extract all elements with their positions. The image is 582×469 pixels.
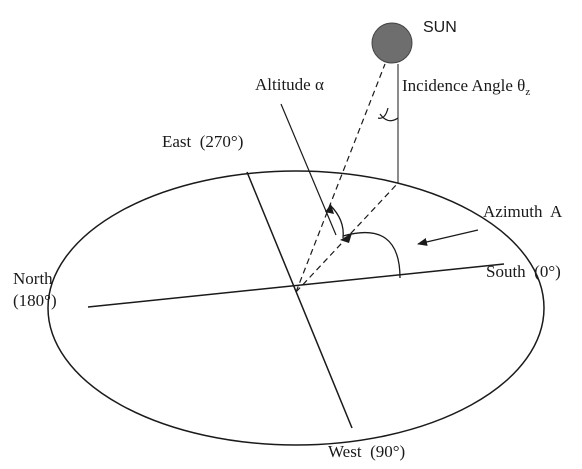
incidence-label-main: Incidence Angle θ <box>402 76 525 95</box>
north-label-line2: (180°) <box>13 291 57 310</box>
incidence-arc <box>379 113 399 122</box>
incidence-label: Incidence Angle θz <box>402 76 530 98</box>
south-label: South (0°) <box>486 262 561 281</box>
horizon-ellipse <box>47 170 545 446</box>
azimuth-arc-arrowhead <box>340 233 352 243</box>
north-south-axis <box>87 263 505 308</box>
altitude-arrowhead <box>325 204 334 214</box>
azimuth-label: Azimuth A <box>483 202 563 221</box>
azimuth-arc <box>342 231 401 279</box>
altitude-arc <box>329 204 344 239</box>
sun-ray-dashed <box>295 63 386 293</box>
east-west-axis <box>246 171 353 429</box>
incidence-label-sub: z <box>525 86 530 98</box>
altitude-label: Altitude α <box>255 75 324 94</box>
incidence-pointer <box>377 107 389 119</box>
west-label: West (90°) <box>328 442 405 461</box>
sun-icon <box>371 22 413 64</box>
sun-label: SUN <box>423 19 457 36</box>
altitude-pointer <box>280 103 337 236</box>
north-label-line1: North <box>13 269 53 288</box>
azimuth-pointer <box>417 229 479 246</box>
east-label: East (270°) <box>162 132 243 151</box>
